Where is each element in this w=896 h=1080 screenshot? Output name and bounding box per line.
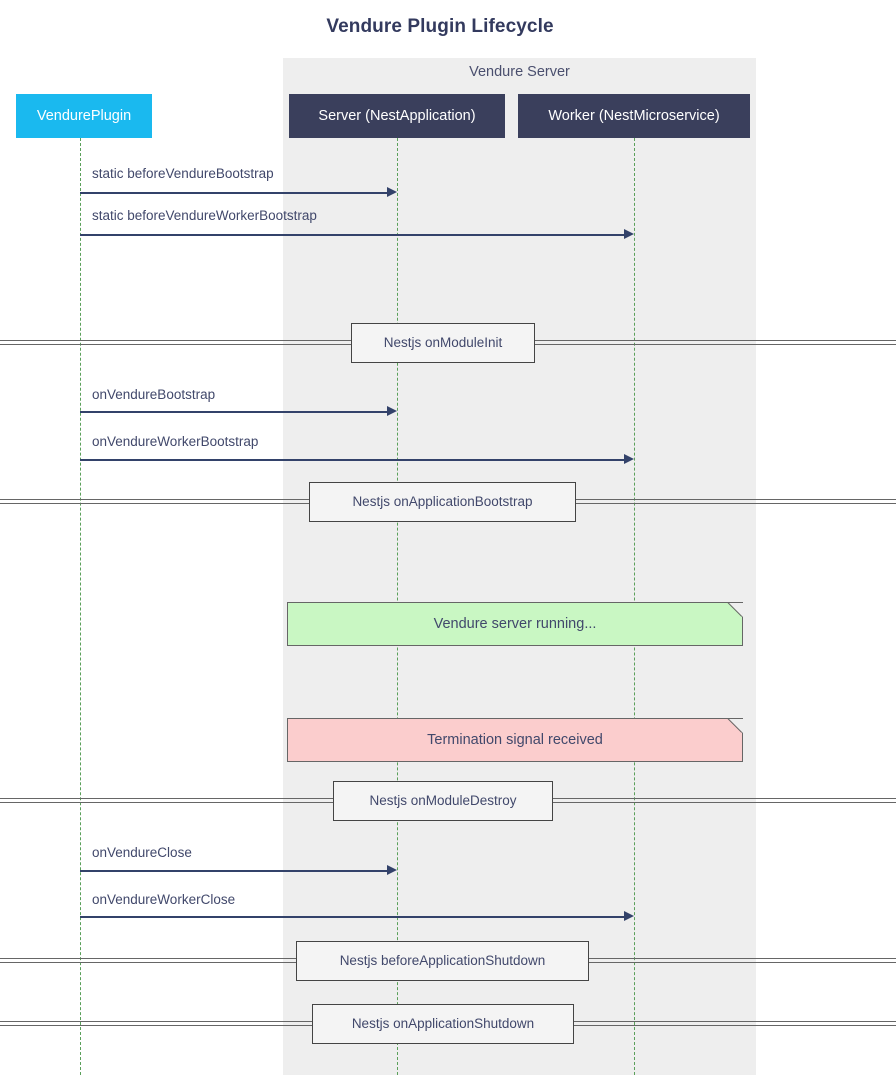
divider-label-nestjs-onmoduledestroy: Nestjs onModuleDestroy	[333, 781, 553, 821]
message-arrowhead-onvendureworkerclose	[624, 911, 634, 921]
divider-label-nestjs-onapplicationshutdown: Nestjs onApplicationShutdown	[312, 1004, 574, 1044]
message-label-onvendureworkerclose: onVendureWorkerClose	[92, 892, 236, 907]
message-label-onvendureclose: onVendureClose	[92, 845, 192, 860]
group-label: Vendure Server	[469, 64, 570, 80]
message-line-static-beforevendureworkerbootstrap	[80, 234, 624, 236]
divider-label-nestjs-onmoduleinit: Nestjs onModuleInit	[351, 323, 535, 363]
message-arrowhead-static-beforevendurebootstrap	[387, 187, 397, 197]
participant-server[interactable]: Server (NestApplication)	[289, 94, 505, 138]
message-arrowhead-onvendureworkerbootstrap	[624, 454, 634, 464]
message-label-static-beforevendureworkerbootstrap: static beforeVendureWorkerBootstrap	[92, 208, 317, 223]
message-arrowhead-onvendurebootstrap	[387, 406, 397, 416]
group-vendure-server	[283, 58, 756, 1075]
message-arrowhead-static-beforevendureworkerbootstrap	[624, 229, 634, 239]
message-arrowhead-onvendureclose	[387, 865, 397, 875]
note-termination-signal-received: Termination signal received	[287, 718, 743, 762]
note-vendure-server-running: Vendure server running...	[287, 602, 743, 646]
message-line-onvendureworkerbootstrap	[80, 459, 624, 461]
divider-label-nestjs-onapplicationbootstrap: Nestjs onApplicationBootstrap	[309, 482, 576, 522]
divider-label-nestjs-beforeapplicationshutdown: Nestjs beforeApplicationShutdown	[296, 941, 589, 981]
message-line-onvendureworkerclose	[80, 916, 624, 918]
message-line-onvendurebootstrap	[80, 411, 387, 413]
message-label-static-beforevendurebootstrap: static beforeVendureBootstrap	[92, 166, 274, 181]
page-title: Vendure Plugin Lifecycle	[326, 16, 554, 37]
message-label-onvendurebootstrap: onVendureBootstrap	[92, 387, 216, 402]
participant-worker[interactable]: Worker (NestMicroservice)	[518, 94, 750, 138]
message-label-onvendureworkerbootstrap: onVendureWorkerBootstrap	[92, 434, 259, 449]
participant-vendureplugin[interactable]: VendurePlugin	[16, 94, 152, 138]
message-line-static-beforevendurebootstrap	[80, 192, 387, 194]
lifeline-vendureplugin	[80, 138, 81, 1075]
message-line-onvendureclose	[80, 870, 387, 872]
